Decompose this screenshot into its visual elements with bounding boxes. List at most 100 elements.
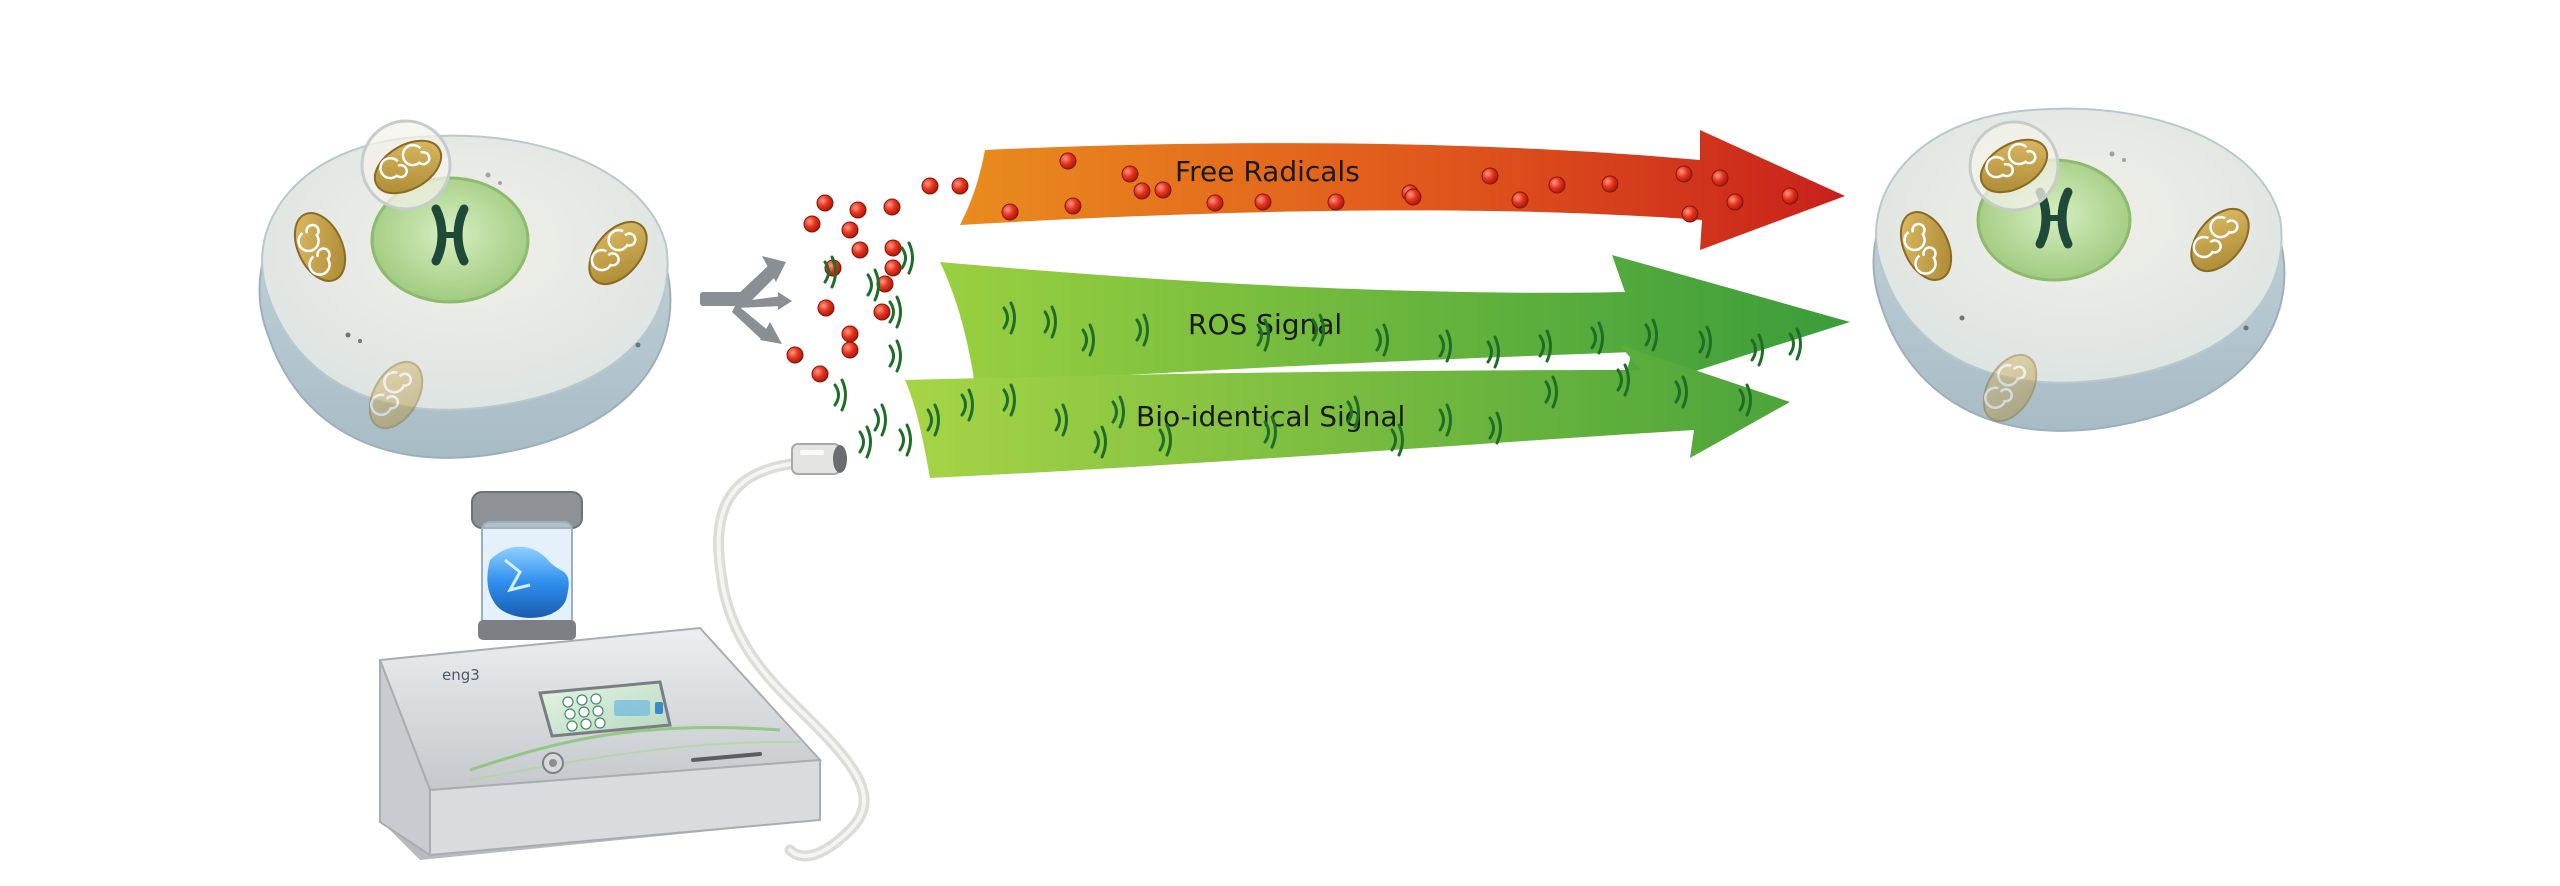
signal-wave-icon bbox=[960, 388, 974, 422]
signal-wave-icon bbox=[873, 403, 887, 437]
left-cell bbox=[258, 119, 672, 459]
vesicle bbox=[345, 332, 351, 338]
signal-wave-icon bbox=[926, 403, 940, 437]
vesicle bbox=[2243, 325, 2249, 331]
signal-wave-icon bbox=[1438, 403, 1452, 437]
free-radical-icon bbox=[817, 299, 835, 317]
signal-wave-icon bbox=[1616, 363, 1630, 397]
signal-wave-icon bbox=[1111, 395, 1125, 429]
signal-wave-icon bbox=[1043, 305, 1057, 339]
signal-wave-icon bbox=[1256, 318, 1270, 352]
signal-wave-icon bbox=[1002, 383, 1016, 417]
branch-arrow-icon bbox=[700, 256, 792, 344]
free-radical-icon bbox=[873, 303, 891, 321]
free-radical-icon bbox=[851, 241, 869, 259]
signal-wave-icon bbox=[1002, 301, 1016, 335]
signal-wave-icon bbox=[1390, 423, 1404, 457]
signal-wave-icon bbox=[823, 255, 837, 289]
free-radical-icon bbox=[1404, 188, 1422, 206]
signal-wave-icon bbox=[1311, 313, 1325, 347]
free-radical-icon bbox=[849, 201, 867, 219]
free-radical-icon bbox=[1781, 187, 1799, 205]
signal-wave-icon bbox=[1674, 375, 1688, 409]
signal-wave-icon bbox=[1135, 313, 1149, 347]
bio-identical-signal-arrow bbox=[905, 345, 1790, 478]
signal-generator-device: eng3 bbox=[378, 626, 823, 860]
ros-signal-arrow bbox=[940, 255, 1850, 395]
free-radical-icon bbox=[1154, 181, 1172, 199]
free-radical-icon bbox=[811, 365, 829, 383]
signal-wave-icon bbox=[1544, 375, 1558, 409]
free-radical-icon bbox=[1254, 193, 1272, 211]
signal-wave-icon bbox=[1488, 411, 1502, 445]
device-brand: eng3 bbox=[442, 666, 480, 684]
free-radical-icon bbox=[1206, 194, 1224, 212]
vesicle bbox=[635, 342, 641, 348]
card-slot bbox=[691, 752, 762, 762]
right-cell bbox=[1872, 107, 2286, 432]
signal-wave-icon bbox=[1438, 329, 1452, 363]
signal-wave-icon bbox=[1590, 321, 1604, 355]
free-radical-icon bbox=[803, 215, 821, 233]
free-radical-icon bbox=[1327, 193, 1345, 211]
device-nozzle bbox=[791, 443, 847, 475]
free-radical-particles bbox=[786, 152, 1799, 383]
free-radical-icon bbox=[921, 177, 939, 195]
free-radical-icon bbox=[1001, 203, 1019, 221]
signal-wave-icon bbox=[1788, 327, 1802, 361]
vesicle bbox=[358, 339, 362, 343]
free-radical-icon bbox=[1133, 182, 1151, 200]
signal-wave-icon bbox=[1486, 335, 1500, 369]
free-radical-icon bbox=[1601, 175, 1619, 193]
signal-wave-icon bbox=[1698, 325, 1712, 359]
free-radical-icon bbox=[1726, 193, 1744, 211]
free-radical-icon bbox=[841, 341, 859, 359]
free-radical-icon bbox=[951, 177, 969, 195]
signal-wave-icon bbox=[900, 241, 914, 275]
free-radical-icon bbox=[816, 194, 834, 212]
signal-wave-icon bbox=[898, 423, 912, 457]
signal-wave-icon bbox=[1263, 415, 1277, 449]
free-radical-icon bbox=[1121, 165, 1139, 183]
signal-waves bbox=[823, 241, 1802, 459]
signal-wave-icon bbox=[1093, 425, 1107, 459]
signal-wave-icon bbox=[866, 268, 880, 302]
signal-wave-icon bbox=[1750, 333, 1764, 367]
signal-wave-icon bbox=[888, 339, 902, 373]
vesicle bbox=[498, 181, 502, 185]
free-radical-icon bbox=[1064, 197, 1082, 215]
signal-wave-icon bbox=[1346, 395, 1360, 429]
signal-wave-icon bbox=[858, 425, 872, 459]
signal-wave-icon bbox=[1158, 423, 1172, 457]
free-radical-icon bbox=[786, 346, 804, 364]
signal-wave-icon bbox=[1644, 318, 1658, 352]
free-radical-icon bbox=[1481, 167, 1499, 185]
free-radical-icon bbox=[841, 325, 859, 343]
signal-wave-icon bbox=[1538, 329, 1552, 363]
free-radical-icon bbox=[883, 198, 901, 216]
vesicle bbox=[485, 172, 491, 178]
free-radical-icon bbox=[1711, 169, 1729, 187]
free-radical-icon bbox=[1059, 152, 1077, 170]
signal-wave-icon bbox=[1081, 323, 1095, 357]
free-radical-icon bbox=[1675, 165, 1693, 183]
free-radical-icon bbox=[884, 259, 902, 277]
vesicle bbox=[2109, 151, 2115, 157]
signal-wave-icon bbox=[1738, 383, 1752, 417]
free-radicals-label: Free Radicals bbox=[1175, 155, 1360, 188]
signal-wave-icon bbox=[888, 295, 902, 329]
free-radical-icon bbox=[1511, 191, 1529, 209]
signal-wave-icon bbox=[833, 378, 847, 412]
free-radical-icon bbox=[841, 221, 859, 239]
gel-reservoir bbox=[471, 491, 583, 640]
free-radical-icon bbox=[884, 239, 902, 257]
free-radical-icon bbox=[1681, 205, 1699, 223]
signal-wave-icon bbox=[1375, 323, 1389, 357]
signal-wave-icon bbox=[1054, 403, 1068, 437]
vesicle bbox=[1959, 315, 1965, 321]
ros-signal-label: ROS Signal bbox=[1188, 308, 1342, 341]
free-radical-icon bbox=[1548, 176, 1566, 194]
device-touchscreen bbox=[538, 680, 672, 738]
vesicle bbox=[2122, 158, 2126, 162]
